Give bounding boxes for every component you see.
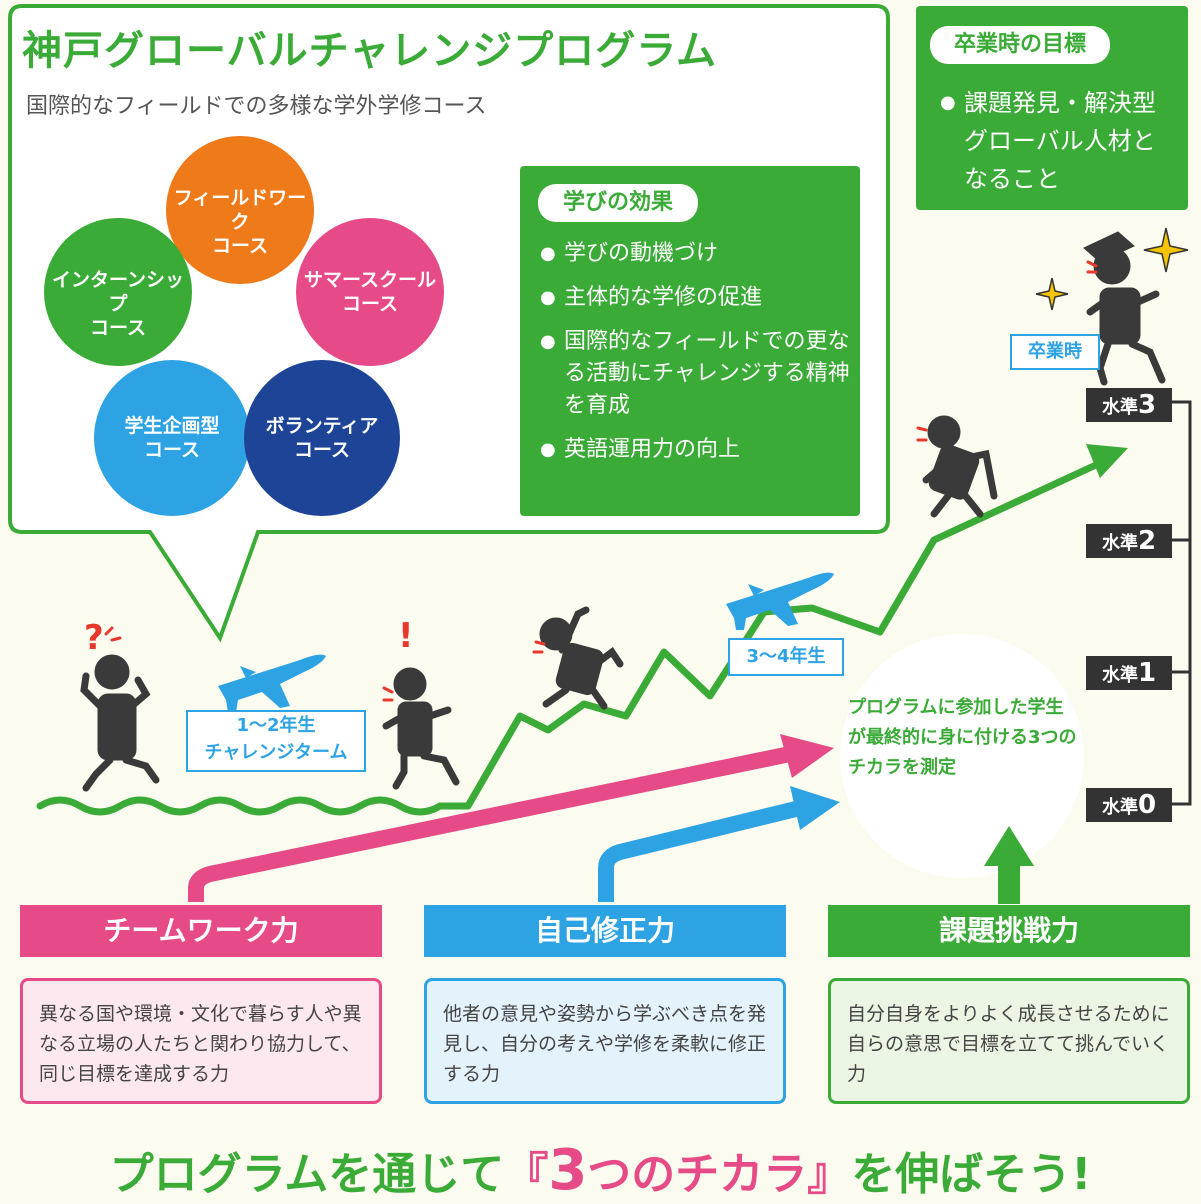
effects-list: 学びの動機づけ 主体的な学修の促進 国際的なフィールドでの更なる活動にチャレンジ… <box>540 238 850 478</box>
course-circle-internship <box>44 218 192 366</box>
airplane-icon <box>726 572 834 630</box>
program-title: 神戸グローバルチャレンジプログラム <box>22 28 717 74</box>
level-0: 水準0 <box>1086 788 1172 822</box>
course-circle-fieldwork <box>166 136 314 284</box>
effects-item: 国際的なフィールドでの更なる活動にチャレンジする精神を育成 <box>540 326 850 422</box>
student-figure-graduate <box>1083 231 1166 386</box>
footer-number: 3 <box>548 1138 588 1203</box>
course-label-fieldwork: フィールドワーク コース <box>165 186 315 258</box>
level-number: 0 <box>1137 790 1157 820</box>
exclamation-mark: ! <box>398 616 414 656</box>
course-label-line: インターンシップ <box>51 269 185 315</box>
blue-arrowhead <box>790 786 840 830</box>
course-label-line: コース <box>89 317 147 339</box>
course-circle-student <box>94 360 250 516</box>
skill-desc-teamwork: 異なる国や環境・文化で暮らす人や異なる立場の人たちと関わり協力して、同じ目標を達… <box>20 978 382 1104</box>
green-arrowhead <box>1086 444 1128 478</box>
course-circle-volunteer <box>244 360 400 516</box>
green-up-arrow-shaft <box>998 862 1020 904</box>
student-figure-surprised <box>382 667 460 790</box>
footer-pre: プログラムを通じて <box>109 1149 505 1200</box>
course-label-line: コース <box>143 439 201 461</box>
footer-post: を伸ばそう! <box>851 1149 1092 1200</box>
course-label-line: サマースクール <box>303 269 437 291</box>
effects-item: 主体的な学修の促進 <box>540 282 850 314</box>
level-number: 1 <box>1137 658 1157 688</box>
course-label-volunteer: ボランティア コース <box>247 414 397 462</box>
goal-list: 課題発見・解決型グローバル人材となること <box>940 84 1160 198</box>
stage-tag-graduation: 卒業時 <box>1010 334 1100 370</box>
stage-tag-line: チャレンジターム <box>204 742 348 763</box>
stage-tag-line: 1〜2年生 <box>236 715 316 736</box>
course-label-student: 学生企画型 コース <box>97 414 247 462</box>
effects-title: 学びの効果 <box>538 184 698 222</box>
footer-close-bracket: 』 <box>807 1149 852 1200</box>
level-number: 2 <box>1137 526 1157 556</box>
student-figure-confused <box>80 654 160 792</box>
pink-arrow <box>188 746 792 902</box>
skill-title-teamwork: チームワーク力 <box>20 905 382 957</box>
blue-arrow <box>598 800 802 902</box>
course-label-internship: インターンシップ コース <box>43 268 193 340</box>
level-3: 水準3 <box>1086 388 1172 422</box>
course-label-line: ボランティア <box>265 415 379 437</box>
course-label-line: コース <box>293 439 351 461</box>
green-up-arrowhead <box>984 826 1034 866</box>
sparkle-icon <box>1143 227 1189 273</box>
course-label-line: コース <box>341 293 399 315</box>
footer-mid: つのチカラ <box>587 1149 808 1200</box>
measure-text: プログラムに参加した学生が最終的に身に付ける3つのチカラを測定 <box>848 697 1077 778</box>
stage-tag-early: 1〜2年生 チャレンジターム <box>186 710 366 772</box>
question-mark: ? <box>84 618 104 658</box>
course-label-line: コース <box>211 235 269 257</box>
skill-desc-challenge: 自分自身をよりよく成長させるために自らの意思で目標を立てて挑んでいく力 <box>828 978 1190 1104</box>
pink-arrowhead <box>780 734 834 778</box>
level-prefix: 水準 <box>1101 397 1138 418</box>
level-2: 水準2 <box>1086 524 1172 558</box>
airplane-icon <box>218 654 326 712</box>
footer-open-bracket: 『 <box>504 1149 549 1200</box>
course-label-summer: サマースクール コース <box>295 268 445 316</box>
measure-circle <box>840 634 1084 878</box>
effects-item: 学びの動機づけ <box>540 238 850 270</box>
level-1: 水準1 <box>1086 656 1172 690</box>
stage-tag-late: 3〜4年生 <box>728 638 844 676</box>
level-scale <box>1170 400 1192 806</box>
level-prefix: 水準 <box>1101 665 1138 686</box>
goal-item: 課題発見・解決型グローバル人材となること <box>940 84 1160 198</box>
goal-title: 卒業時の目標 <box>930 26 1110 64</box>
student-figure-running <box>922 415 998 518</box>
level-prefix: 水準 <box>1101 797 1138 818</box>
course-label-line: 学生企画型 <box>124 415 220 437</box>
skill-desc-self-correction: 他者の意見や姿勢から学ぶべき点を発見し、自分の考えや学修を柔軟に修正する力 <box>424 978 786 1104</box>
student-figure-walking <box>539 606 624 710</box>
emphasis-marks <box>104 260 1098 702</box>
skill-title-challenge: 課題挑戦力 <box>828 905 1190 957</box>
skill-title-self-correction: 自己修正力 <box>424 905 786 957</box>
level-number: 3 <box>1137 390 1157 420</box>
progress-wave <box>36 460 1102 816</box>
effects-item: 英語運用力の向上 <box>540 434 850 466</box>
sparkle-icon <box>1035 277 1069 311</box>
course-circle-summer <box>296 218 444 366</box>
program-subtitle: 国際的なフィールドでの多様な学外学修コース <box>26 94 487 119</box>
footer-slogan: プログラムを通じて『3つのチカラ』を伸ばそう! <box>0 1138 1201 1203</box>
course-label-line: フィールドワーク <box>173 187 307 233</box>
level-prefix: 水準 <box>1101 533 1138 554</box>
